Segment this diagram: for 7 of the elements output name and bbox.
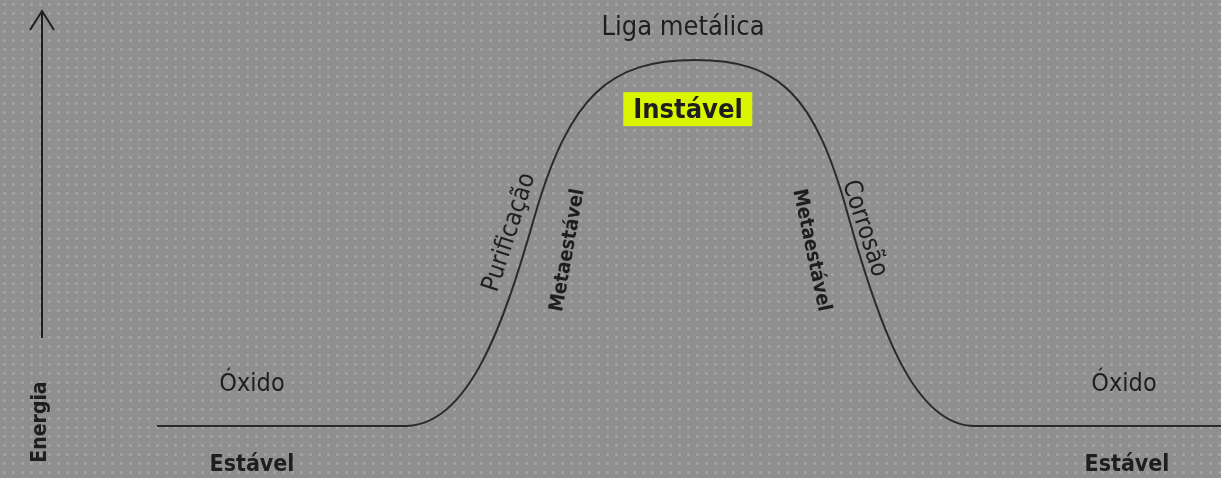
state-label: Estável [1084, 451, 1170, 477]
curve-label: Óxido [1091, 369, 1157, 397]
state-label: Instável [623, 92, 753, 126]
curve-label: Liga metálica [601, 11, 765, 41]
state-label: Estável [209, 451, 295, 477]
curve-label: Óxido [219, 369, 285, 397]
axis-label: Energia [28, 381, 52, 463]
